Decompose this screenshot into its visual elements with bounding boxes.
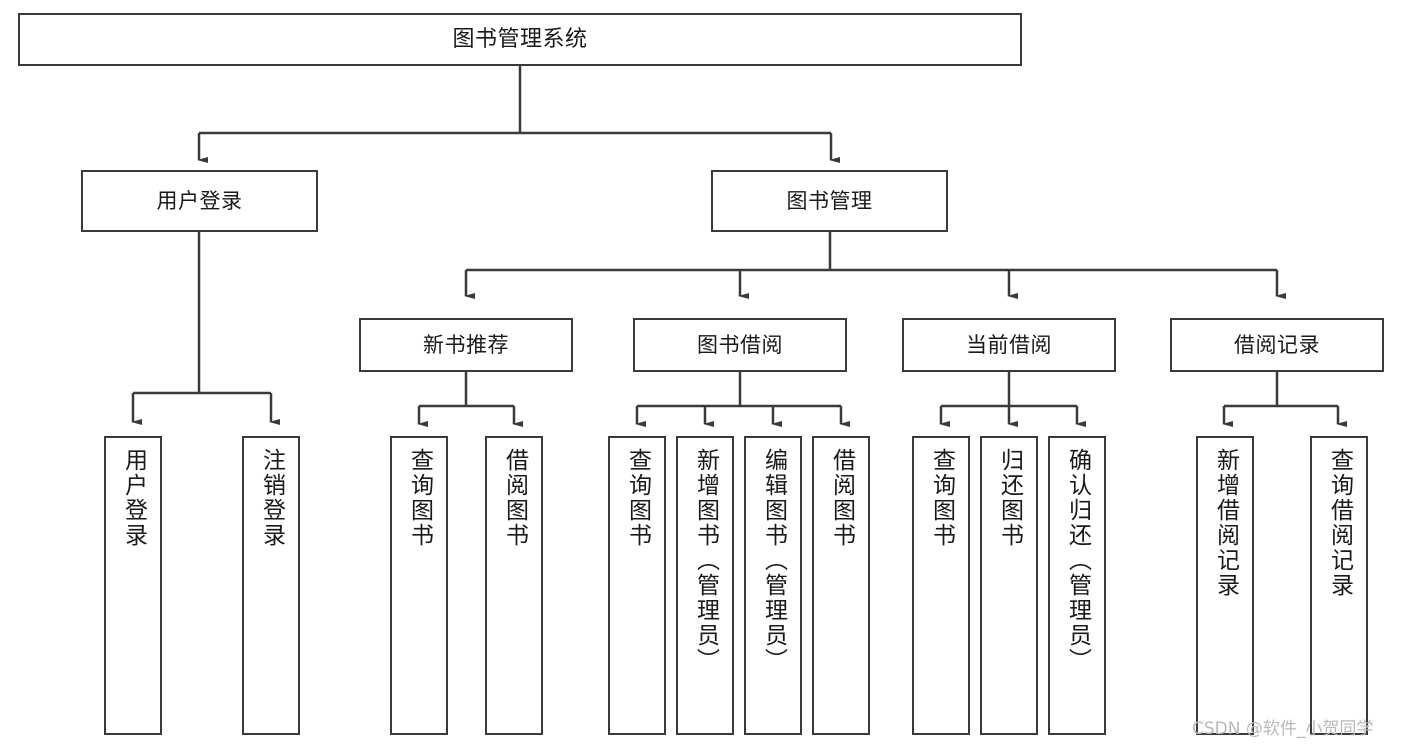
leaf-return-book[interactable]: 归还图书 <box>980 436 1038 735</box>
node-label: 编辑图书（管理员） <box>760 448 787 673</box>
node-label: 查询借阅记录 <box>1326 448 1353 598</box>
node-book-borrow[interactable]: 图书借阅 <box>633 318 847 372</box>
node-label: 借阅记录 <box>1234 332 1320 357</box>
node-label: 新增图书（管理员） <box>692 448 719 673</box>
node-label: 借阅图书 <box>501 448 528 548</box>
node-label: 借阅图书 <box>828 448 855 548</box>
leaf-add-borrow-record[interactable]: 新增借阅记录 <box>1196 436 1254 735</box>
node-label: 图书借阅 <box>697 332 783 357</box>
node-label: 注销登录 <box>258 448 285 548</box>
node-borrow-record[interactable]: 借阅记录 <box>1170 318 1384 372</box>
csdn-watermark: CSDN @软件_小贺同学 <box>1192 719 1374 739</box>
node-label: 用户登录 <box>120 448 147 548</box>
leaf-borrow-book[interactable]: 借阅图书 <box>812 436 870 735</box>
leaf-query-book-recommend[interactable]: 查询图书 <box>390 436 448 735</box>
leaf-logout[interactable]: 注销登录 <box>242 436 300 735</box>
node-label: 查询图书 <box>928 448 955 548</box>
node-current-borrow[interactable]: 当前借阅 <box>902 318 1116 372</box>
node-book-management[interactable]: 图书管理 <box>711 170 948 232</box>
node-label: 用户登录 <box>156 188 243 213</box>
node-label: 查询图书 <box>406 448 433 548</box>
node-new-book-recommend[interactable]: 新书推荐 <box>359 318 573 372</box>
leaf-borrow-book-recommend[interactable]: 借阅图书 <box>485 436 543 735</box>
leaf-query-book-current[interactable]: 查询图书 <box>912 436 970 735</box>
node-root-system[interactable]: 图书管理系统 <box>18 13 1022 66</box>
node-label: 当前借阅 <box>966 332 1052 357</box>
node-label: 确认归还（管理员） <box>1064 448 1091 673</box>
node-label: 图书管理 <box>786 188 873 213</box>
leaf-edit-book-admin[interactable]: 编辑图书（管理员） <box>744 436 802 735</box>
leaf-user-login[interactable]: 用户登录 <box>104 436 162 735</box>
leaf-query-book-borrow[interactable]: 查询图书 <box>608 436 666 735</box>
node-label: 图书管理系统 <box>452 26 588 52</box>
leaf-query-borrow-record[interactable]: 查询借阅记录 <box>1310 436 1368 735</box>
node-user-login[interactable]: 用户登录 <box>81 170 318 232</box>
node-label: 新增借阅记录 <box>1212 448 1239 598</box>
node-label: 归还图书 <box>996 448 1023 548</box>
node-label: 查询图书 <box>624 448 651 548</box>
node-label: 新书推荐 <box>423 332 509 357</box>
leaf-confirm-return-admin[interactable]: 确认归还（管理员） <box>1048 436 1106 735</box>
leaf-add-book-admin[interactable]: 新增图书（管理员） <box>676 436 734 735</box>
